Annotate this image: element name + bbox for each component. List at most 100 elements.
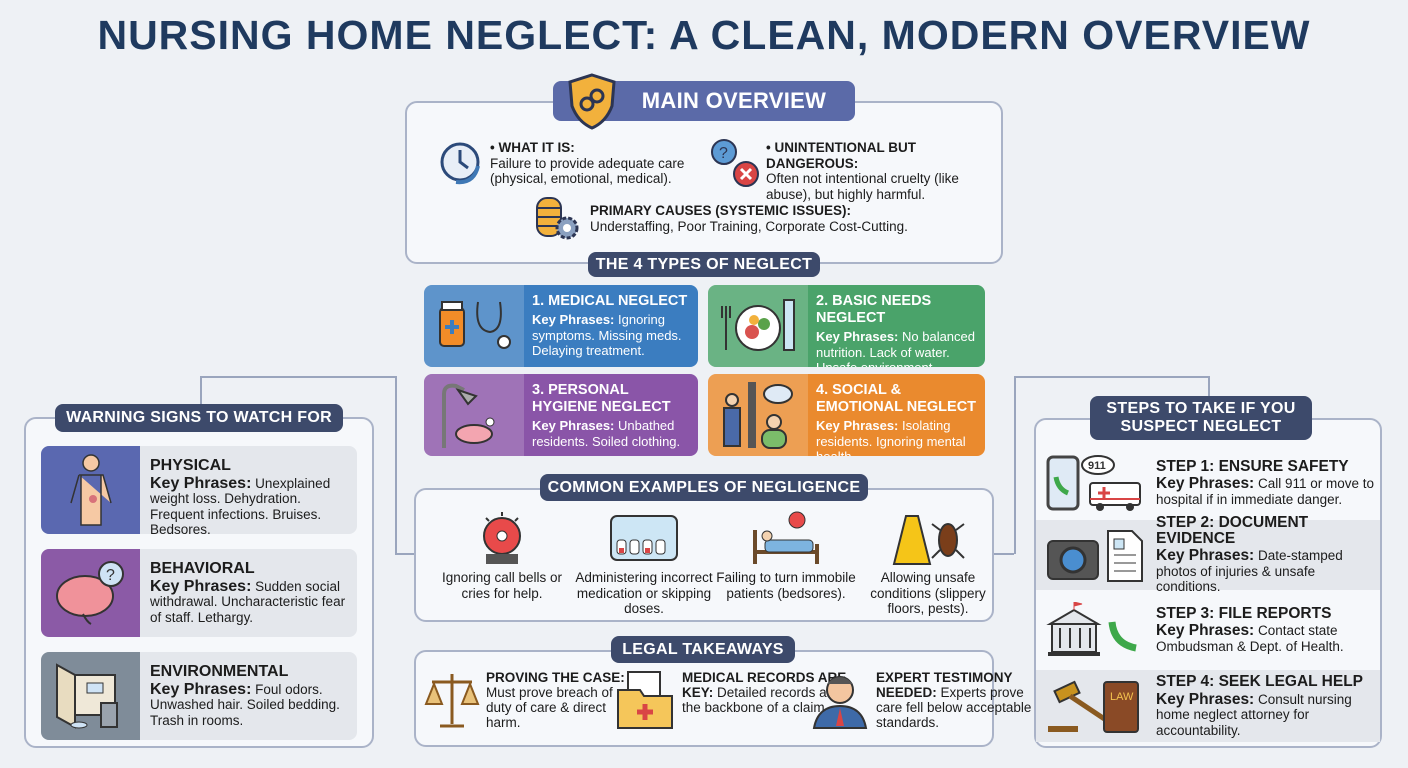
unintentional: • UNINTENTIONAL BUT DANGEROUS:Often not …: [766, 140, 996, 202]
step-text: Call 911 or move to hospital if in immed…: [1156, 476, 1375, 507]
warning-header: WARNING SIGNS TO WATCH FOR: [55, 404, 343, 432]
connector-line: [200, 376, 396, 378]
government-phone-icon: [1036, 602, 1156, 658]
main-overview-panel: [405, 101, 1003, 264]
brain-question-icon: ?: [41, 549, 140, 637]
example-item: Ignoring call bells or cries for help.: [432, 510, 572, 601]
type-title: 2. BASIC NEEDS NEGLECT: [816, 293, 932, 326]
type-text: Unbathed residents. Soiled clothing.: [532, 418, 681, 449]
gavel-lawbook-icon: LAW: [1036, 678, 1156, 734]
key-phrases-label: Key Phrases:: [816, 329, 899, 344]
key-phrases-label: Key Phrases:: [816, 418, 899, 433]
key-phrases-label: Key Phrases:: [150, 577, 252, 595]
warning-title: ENVIRONMENTAL: [150, 663, 289, 680]
svg-text:LAW: LAW: [1110, 691, 1134, 703]
key-phrases-label: Key Phrases:: [1156, 547, 1255, 565]
causes-text: Understaffing, Poor Training, Corporate …: [590, 218, 908, 234]
dirty-room-icon: [41, 652, 140, 740]
wet-floor-pest-icon: [858, 510, 998, 566]
what-it-is: • WHAT IT IS:Failure to provide adequate…: [490, 140, 700, 187]
scales-icon: [424, 670, 480, 733]
page-title: NURSING HOME NEGLECT: A CLEAN, MODERN OV…: [97, 12, 1311, 58]
example-text: Ignoring call bells or cries for help.: [441, 570, 563, 601]
neglect-type-card: 4. SOCIAL & EMOTIONAL NEGLECT Key Phrases…: [708, 374, 985, 456]
legal-item: EXPERT TESTIMONY NEEDED: Experts prove c…: [810, 670, 1052, 733]
example-item: Allowing unsafe conditions (slippery flo…: [858, 510, 998, 617]
svg-text:?: ?: [719, 145, 728, 162]
example-text: Administering incorrect medication or sk…: [575, 570, 713, 616]
legal-label: EXPERT TESTIMONY NEEDED:: [876, 670, 1013, 700]
type-title: 4. SOCIAL & EMOTIONAL NEGLECT: [816, 382, 977, 415]
header-label: MAIN OVERVIEW: [641, 88, 827, 113]
warning-title: PHYSICAL: [150, 457, 231, 474]
example-text: Failing to turn immobile patients (bedso…: [716, 570, 856, 601]
body-icon: [41, 446, 140, 534]
pill-organizer-icon: [574, 510, 714, 566]
step-text: Date-stamped photos of injuries & unsafe…: [1156, 548, 1343, 595]
phone-ambulance-icon: 911: [1036, 455, 1156, 511]
patient-bed-icon: [716, 510, 856, 566]
warning-text: Sudden social withdrawal. Uncharacterist…: [150, 578, 346, 625]
meal-plate-icon: [708, 285, 808, 367]
type-title: 1. MEDICAL NEGLECT: [532, 293, 688, 309]
warning-text: Unexplained weight loss. Dehydration. Fr…: [150, 475, 331, 535]
what-it-is-label: • WHAT IT IS:: [490, 140, 575, 155]
connector-line: [395, 553, 415, 555]
step-title: STEP 4: SEEK LEGAL HELP: [1156, 673, 1364, 690]
type-text: Isolating residents. Ignoring mental hea…: [816, 418, 966, 456]
key-phrases-label: Key Phrases:: [1156, 690, 1255, 708]
type-text: Ignoring symptoms. Missing meds. Delayin…: [532, 312, 682, 358]
shower-soap-icon: [424, 374, 524, 456]
key-phrases-label: Key Phrases:: [532, 418, 615, 433]
connector-line: [200, 376, 202, 406]
connector-line: [1014, 376, 1016, 554]
step-title: STEP 1: ENSURE SAFETY: [1156, 457, 1349, 475]
example-item: Failing to turn immobile patients (bedso…: [716, 510, 856, 601]
key-phrases-label: Key Phrases:: [532, 312, 615, 327]
steps-header: STEPS TO TAKE IF YOU SUSPECT NEGLECT: [1090, 396, 1312, 440]
warning-title: BEHAVIORAL: [150, 560, 255, 577]
records-folder-icon: [616, 670, 676, 733]
what-it-is-text: Failure to provide adequate care (physic…: [490, 155, 685, 187]
type-text: No balanced nutrition. Lack of water. Un…: [816, 329, 976, 367]
legal-label: MEDICAL RECORDS ARE KEY:: [682, 670, 847, 700]
key-phrases-label: Key Phrases:: [1156, 622, 1255, 640]
step-text: Consult nursing home neglect attorney fo…: [1156, 691, 1352, 738]
types-header: THE 4 TYPES OF NEGLECT: [588, 252, 820, 277]
legal-text: Detailed records are the backbone of a c…: [682, 685, 839, 715]
connector-line: [1014, 376, 1210, 378]
step-title: STEP 2: DOCUMENT EVIDENCE: [1156, 514, 1309, 547]
connector-line: [1208, 376, 1210, 398]
legal-label: PROVING THE CASE:: [486, 670, 625, 685]
unintentional-text: Often not intentional cruelty (like abus…: [766, 171, 959, 202]
question-x-icon: ?: [711, 139, 759, 187]
connector-line: [994, 553, 1014, 555]
step-text: Contact state Ombudsman & Dept. of Healt…: [1156, 623, 1344, 654]
key-phrases-label: Key Phrases:: [150, 680, 252, 698]
unintentional-label: • UNINTENTIONAL BUT DANGEROUS:: [766, 140, 916, 171]
legal-header: LEGAL TAKEAWAYS: [611, 636, 795, 663]
type-title: 3. PERSONAL HYGIENE NEGLECT: [532, 382, 671, 415]
expert-icon: [810, 670, 870, 733]
step-title: STEP 3: FILE REPORTS: [1156, 604, 1332, 622]
example-item: Administering incorrect medication or sk…: [574, 510, 714, 617]
legal-item: MEDICAL RECORDS ARE KEY: Detailed record…: [616, 670, 860, 733]
primary-causes: PRIMARY CAUSES (SYSTEMIC ISSUES):Underst…: [590, 203, 910, 234]
warning-text: Foul odors. Unwashed hair. Soiled beddin…: [150, 681, 340, 728]
legal-text: Must prove breach of duty of care & dire…: [486, 685, 613, 730]
step-shade: [1036, 670, 1380, 742]
examples-header: COMMON EXAMPLES OF NEGLIGENCE: [540, 474, 868, 501]
coins-gear-icon: [536, 197, 579, 240]
medicine-stethoscope-icon: [424, 285, 524, 367]
connector-line: [395, 376, 397, 554]
key-phrases-label: Key Phrases:: [1156, 475, 1255, 493]
camera-document-icon: [1036, 527, 1156, 583]
bell-icon: [432, 510, 572, 566]
